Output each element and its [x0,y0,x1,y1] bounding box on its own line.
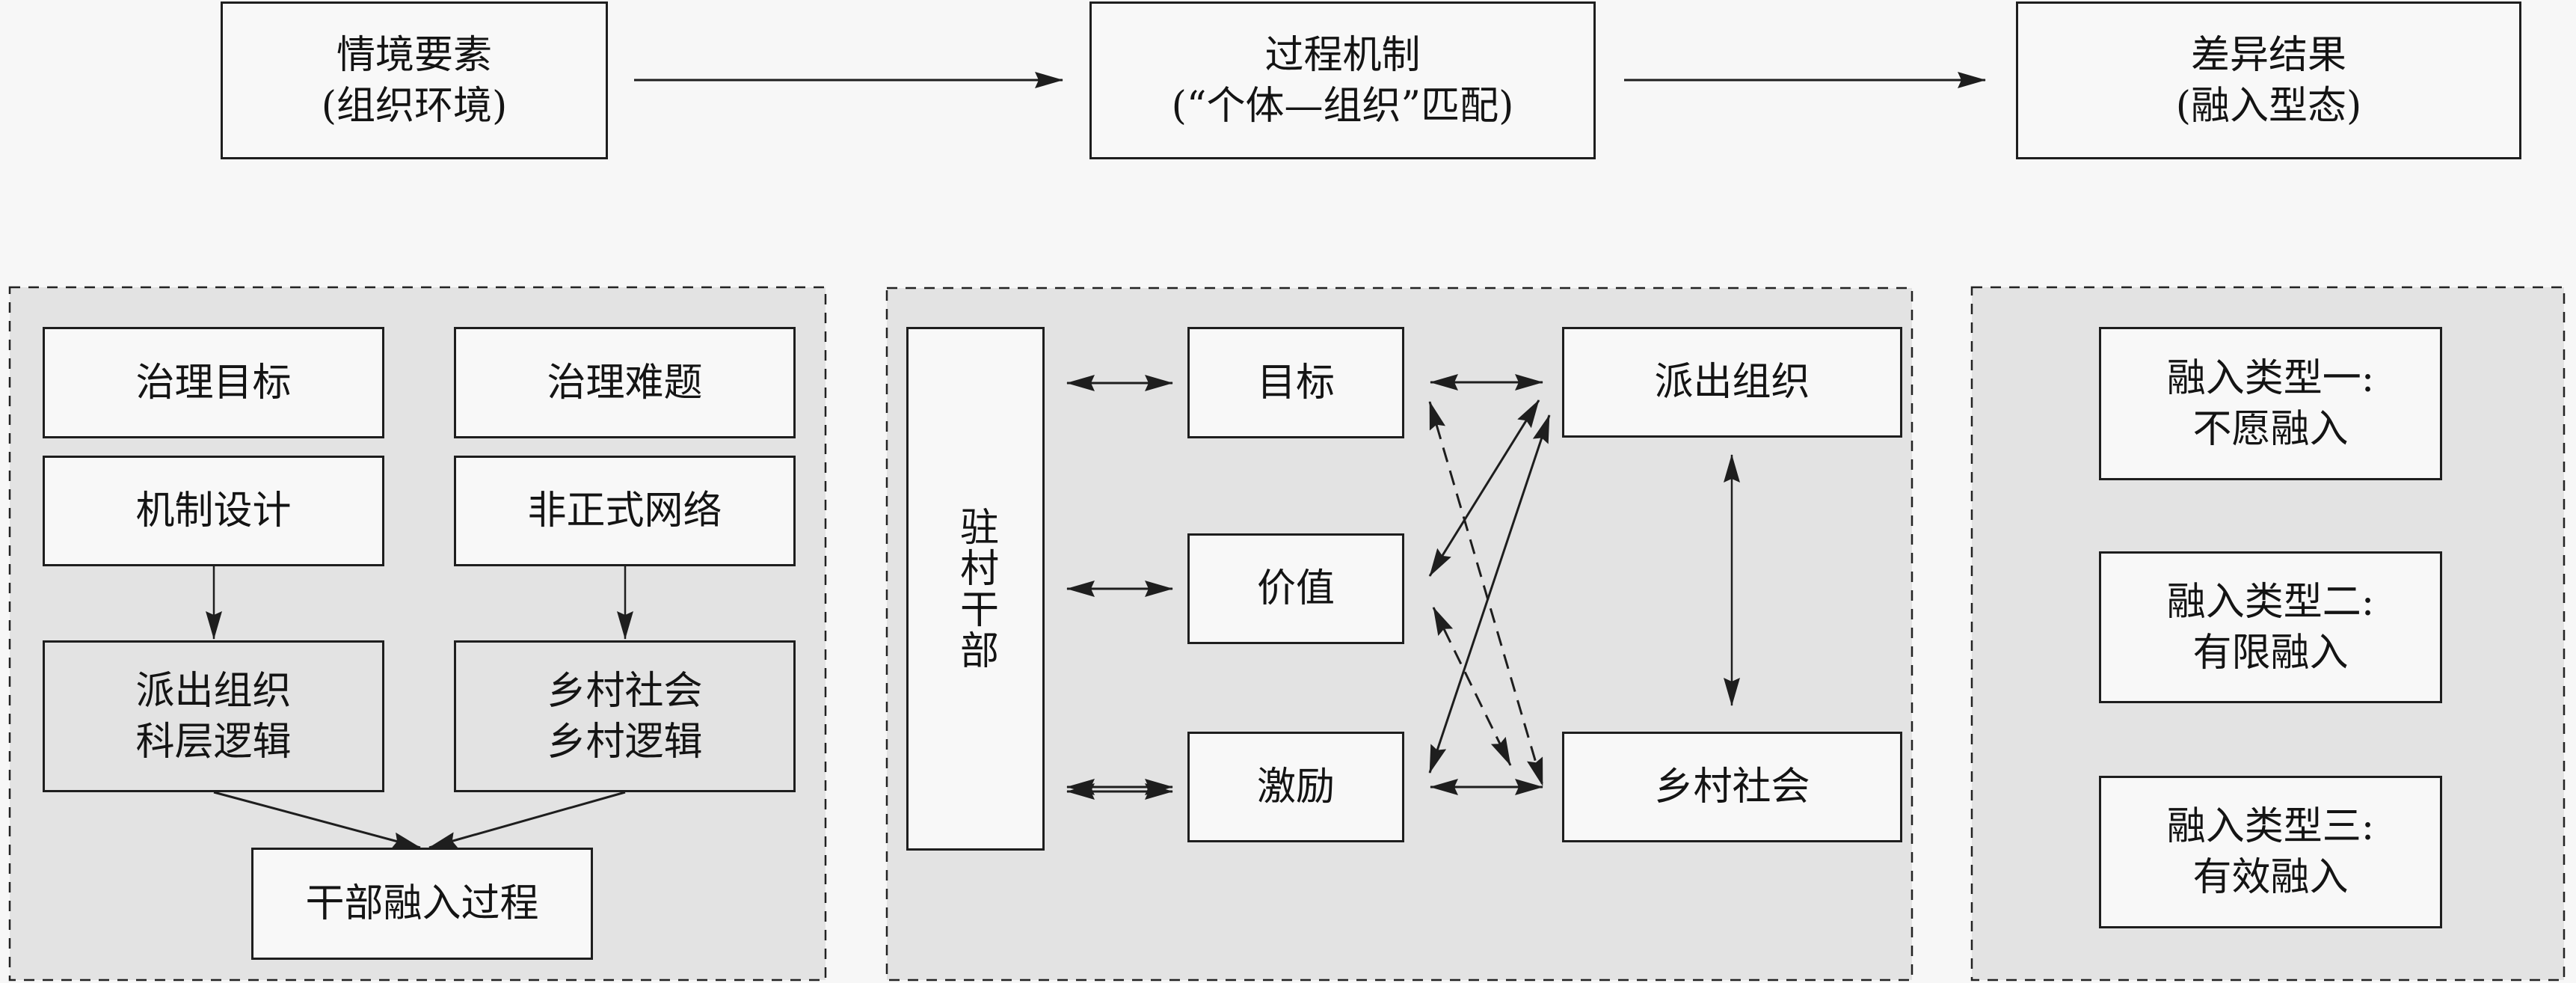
integration-type-2-name: 有限融入 [2192,630,2349,676]
process-rural-society-label: 乡村社会 [1654,765,1810,809]
governance-goal-label: 治理目标 [135,360,292,405]
process-dispatching-org-label: 派出组织 [1654,360,1810,405]
integration-process-label: 干部融入过程 [305,881,539,926]
bureaucratic-logic-label: 科层逻辑 [135,719,292,765]
process-mechanism-box: 过程机制 (“个体—组织”匹配) [1089,1,1596,159]
mechanism-design-box: 机制设计 [43,456,384,566]
outcome-box: 差异结果 (融入型态) [2016,1,2521,159]
context-elements-box: 情境要素 (组织环境) [221,1,608,159]
value-label: 价值 [1256,566,1335,611]
dispatching-org-label: 派出组织 [135,668,292,714]
goal-label: 目标 [1256,360,1335,405]
governance-problem-box: 治理难题 [454,327,796,438]
incentive-box: 激励 [1187,732,1404,842]
informal-network-box: 非正式网络 [454,456,796,566]
process-mechanism-subtitle: (“个体—组织”匹配) [1171,83,1514,129]
integration-type-1-name: 不愿融入 [2192,406,2349,452]
integration-process-box: 干部融入过程 [251,848,593,960]
incentive-label: 激励 [1256,765,1335,809]
village-cadre-label: 驻村干部 [953,506,998,671]
integration-type-1-label: 融入类型一: [2166,355,2375,401]
integration-type-1-box: 融入类型一: 不愿融入 [2099,327,2442,480]
mechanism-design-label: 机制设计 [135,489,292,533]
rural-society-logic-box: 乡村社会 乡村逻辑 [454,640,796,792]
dispatching-org-logic-box: 派出组织 科层逻辑 [43,640,384,792]
rural-logic-label: 乡村逻辑 [547,719,703,765]
integration-type-3-label: 融入类型三: [2166,804,2375,849]
integration-type-2-box: 融入类型二: 有限融入 [2099,551,2442,703]
process-mechanism-title: 过程机制 [1264,32,1421,78]
village-cadre-box: 驻村干部 [906,327,1045,851]
context-elements-subtitle: (组织环境) [321,83,508,129]
integration-type-3-box: 融入类型三: 有效融入 [2099,776,2442,928]
process-dispatching-org-box: 派出组织 [1562,327,1902,438]
context-elements-title: 情境要素 [336,32,492,78]
informal-network-label: 非正式网络 [527,489,722,533]
process-rural-society-box: 乡村社会 [1562,732,1902,842]
governance-problem-label: 治理难题 [547,360,703,405]
integration-type-2-label: 融入类型二: [2166,579,2375,625]
outcome-title: 差异结果 [2190,32,2346,78]
value-box: 价值 [1187,533,1404,644]
goal-box: 目标 [1187,327,1404,438]
outcome-subtitle: (融入型态) [2175,83,2362,129]
integration-type-3-name: 有效融入 [2192,855,2349,900]
rural-society-label: 乡村社会 [547,668,703,714]
governance-goal-box: 治理目标 [43,327,384,438]
